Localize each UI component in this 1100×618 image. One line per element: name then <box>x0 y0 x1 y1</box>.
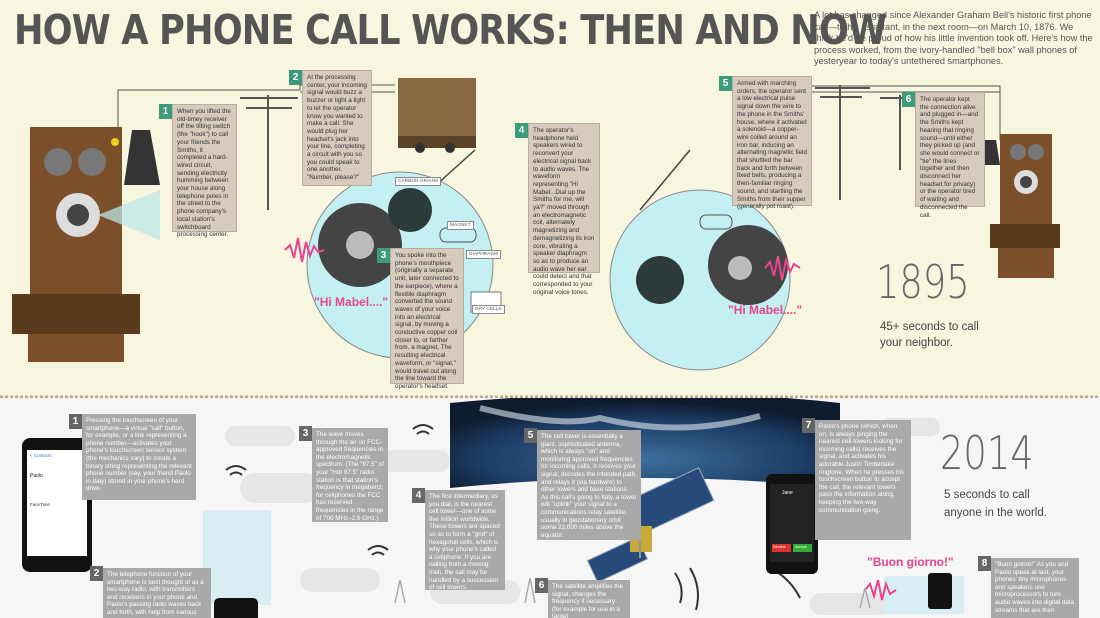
now-step-1-text: Pressing the touchscreen of your smartph… <box>82 414 196 500</box>
smartphone-left-icon <box>22 438 92 572</box>
telephone-pole-right <box>815 85 920 200</box>
phone-screen-facetime-field[interactable]: FaceTime <box>30 502 50 507</box>
cloud-icon <box>225 426 295 446</box>
step-6-text: The operator kept the connection alive a… <box>915 92 985 219</box>
magnet-label: MAGNET <box>447 221 474 230</box>
carbon-grains-label: CARBON GRAINS <box>395 177 442 186</box>
wall-phone-right-icon <box>981 134 1060 278</box>
now-step-4-text: The first intermediary, as you dial, is … <box>425 490 505 591</box>
now-step-1-badge: 1 <box>69 414 82 429</box>
now-step-3-text: The wave moves through the air on FCC-ap… <box>312 428 388 522</box>
phone-screen-caller-name: Jane <box>782 490 793 496</box>
step-1-text: When you lifted the old-timey receiver o… <box>172 104 237 238</box>
now-step-7-badge: 7 <box>802 418 815 433</box>
year-1895-note-line-2: your neighbor. <box>880 337 953 349</box>
diaphragm-label: DIAPHRAGM <box>466 250 502 259</box>
cloud-icon <box>300 568 380 592</box>
year-2014-note-line-1: 5 seconds to call <box>944 489 1030 501</box>
wall-phone-left-icon <box>12 127 160 362</box>
now-step-7-text: Paolo's phone (which, when on, is always… <box>815 420 911 540</box>
quote-hi-mabel-left: "Hi Mabel...." <box>314 295 389 309</box>
quote-buon-giorno: "Buon giorno!" <box>867 555 954 569</box>
smartphone-bottom-icon <box>214 573 952 618</box>
step-5-text: Armed with marching orders, the operator… <box>732 76 812 210</box>
intro-paragraph: A lot has changed since Alexander Graham… <box>814 10 1093 66</box>
step-1-badge: 1 <box>159 104 172 119</box>
step-2-text: At the processing center, your incoming … <box>302 70 372 186</box>
now-step-5-badge: 5 <box>524 428 537 443</box>
step-3-text: You spoke into the phone's mouthpiece (o… <box>390 248 464 390</box>
year-1895: 1895 <box>876 255 970 309</box>
now-step-8-text: "Buon giorno!" As you and Paolo speak at… <box>991 558 1079 618</box>
voice-wave-left <box>284 237 325 263</box>
dry-cells-label: DRY CELLS <box>472 305 505 314</box>
telephone-pole-left <box>240 95 298 210</box>
now-section: < Contacts Paolo FaceTime Jane Decline A… <box>0 398 1100 618</box>
cloud-icon <box>810 593 890 615</box>
now-step-3-badge: 3 <box>299 426 312 441</box>
earth-and-satellite <box>22 398 964 618</box>
decline-call-button[interactable]: Decline <box>773 545 786 549</box>
now-step-6-badge: 6 <box>535 578 548 593</box>
step-4-text: The operator's headphone held speakers w… <box>528 123 600 296</box>
accept-call-button[interactable]: Accept <box>795 545 807 549</box>
quote-hi-mabel-right: "Hi Mabel...." <box>728 303 803 317</box>
now-step-8-badge: 8 <box>978 556 991 571</box>
phone-screen-back-link[interactable]: < Contacts <box>30 453 52 458</box>
year-2014: 2014 <box>940 426 1034 480</box>
switchboard-left-icon <box>398 78 476 153</box>
then-section: HOW A PHONE CALL WORKS: THEN AND NOW A l… <box>0 6 1100 400</box>
voice-wave-icon <box>864 579 897 601</box>
step-3-badge: 3 <box>377 248 390 263</box>
step-5-badge: 5 <box>719 76 732 91</box>
step-4-badge: 4 <box>515 123 528 138</box>
now-step-4-badge: 4 <box>412 488 425 503</box>
now-step-6-text: The satellite amplifies the signal, chan… <box>548 580 630 618</box>
cloud-icon <box>240 473 320 503</box>
cloud-icon <box>380 450 450 472</box>
phone-screen-contact-name: Paolo <box>30 473 43 479</box>
now-step-2-text: The telephone function of your smartphon… <box>103 568 211 618</box>
step-6-badge: 6 <box>902 92 915 107</box>
now-step-2-badge: 2 <box>90 566 103 581</box>
year-1895-note-line-1: 45+ seconds to call <box>880 321 979 333</box>
page-title: HOW A PHONE CALL WORKS: THEN AND NOW <box>14 6 887 54</box>
smartphone-right-icon <box>766 474 818 574</box>
step-2-badge: 2 <box>289 70 302 85</box>
year-2014-note-line-2: anyone in the world. <box>944 507 1047 519</box>
now-step-5-text: The cell tower is essentially a giant, s… <box>537 430 641 540</box>
voice-wave-right <box>764 255 801 281</box>
binary-data-panel <box>203 510 271 605</box>
